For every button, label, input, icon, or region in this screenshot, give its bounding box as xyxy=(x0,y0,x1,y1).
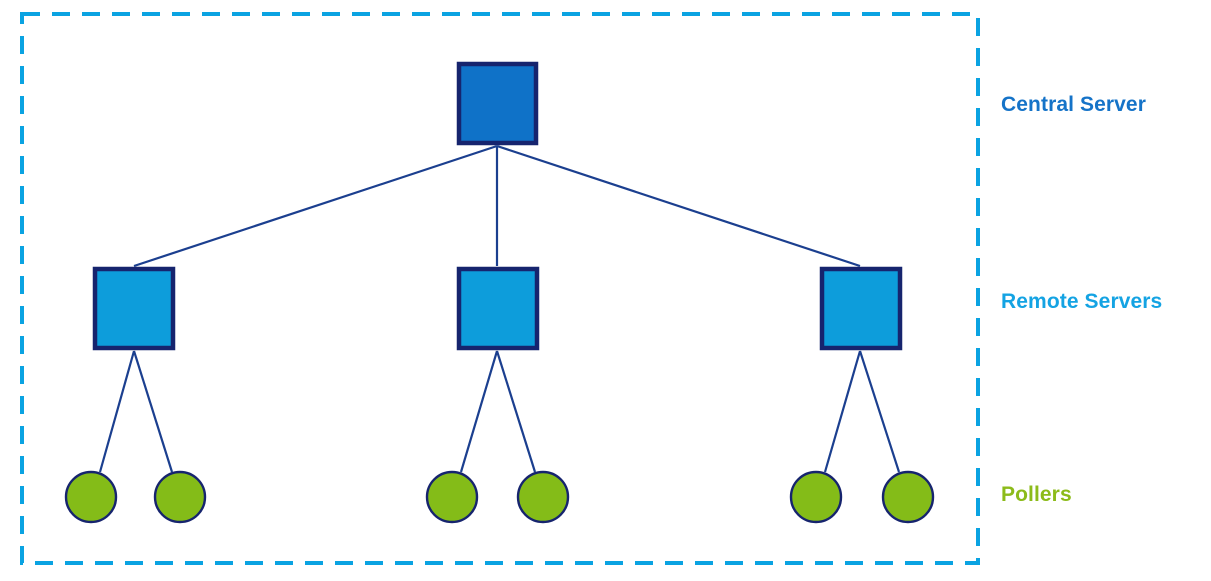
central-server-node-group xyxy=(456,61,539,146)
tier-label-remote-servers: Remote Servers xyxy=(1001,290,1163,313)
poller-node-4[interactable] xyxy=(516,470,570,524)
remote-server-node-1[interactable] xyxy=(92,266,176,351)
remote-server-node-3[interactable] xyxy=(819,266,903,351)
remote-server-node-2[interactable] xyxy=(456,266,540,351)
deployment-boundary-frame xyxy=(20,12,980,565)
edge-remote-2-to-poller-4 xyxy=(495,350,537,473)
central-server-node[interactable] xyxy=(456,61,539,146)
poller-node-1[interactable] xyxy=(64,470,118,524)
tier-label-pollers: Pollers xyxy=(1001,483,1072,506)
poller-node-group xyxy=(64,470,935,524)
poller-node-6[interactable] xyxy=(881,470,935,524)
connector-group-central-to-remote xyxy=(133,144,861,268)
poller-node-5[interactable] xyxy=(789,470,843,524)
edge-remote-2-to-poller-3 xyxy=(459,350,499,473)
edge-remote-3-to-poller-6 xyxy=(858,350,901,473)
connector-group-remote-to-pollers xyxy=(98,350,901,473)
edge-remote-1-to-poller-1 xyxy=(98,350,136,473)
remote-server-node-group xyxy=(92,266,903,351)
tier-label-central-server: Central Server xyxy=(1001,93,1146,116)
edge-central-to-remote-1 xyxy=(133,144,498,268)
edge-remote-1-to-poller-2 xyxy=(132,350,174,473)
edge-remote-3-to-poller-5 xyxy=(823,350,862,473)
poller-node-3[interactable] xyxy=(425,470,479,524)
edge-central-to-remote-3 xyxy=(496,144,861,268)
poller-node-2[interactable] xyxy=(153,470,207,524)
